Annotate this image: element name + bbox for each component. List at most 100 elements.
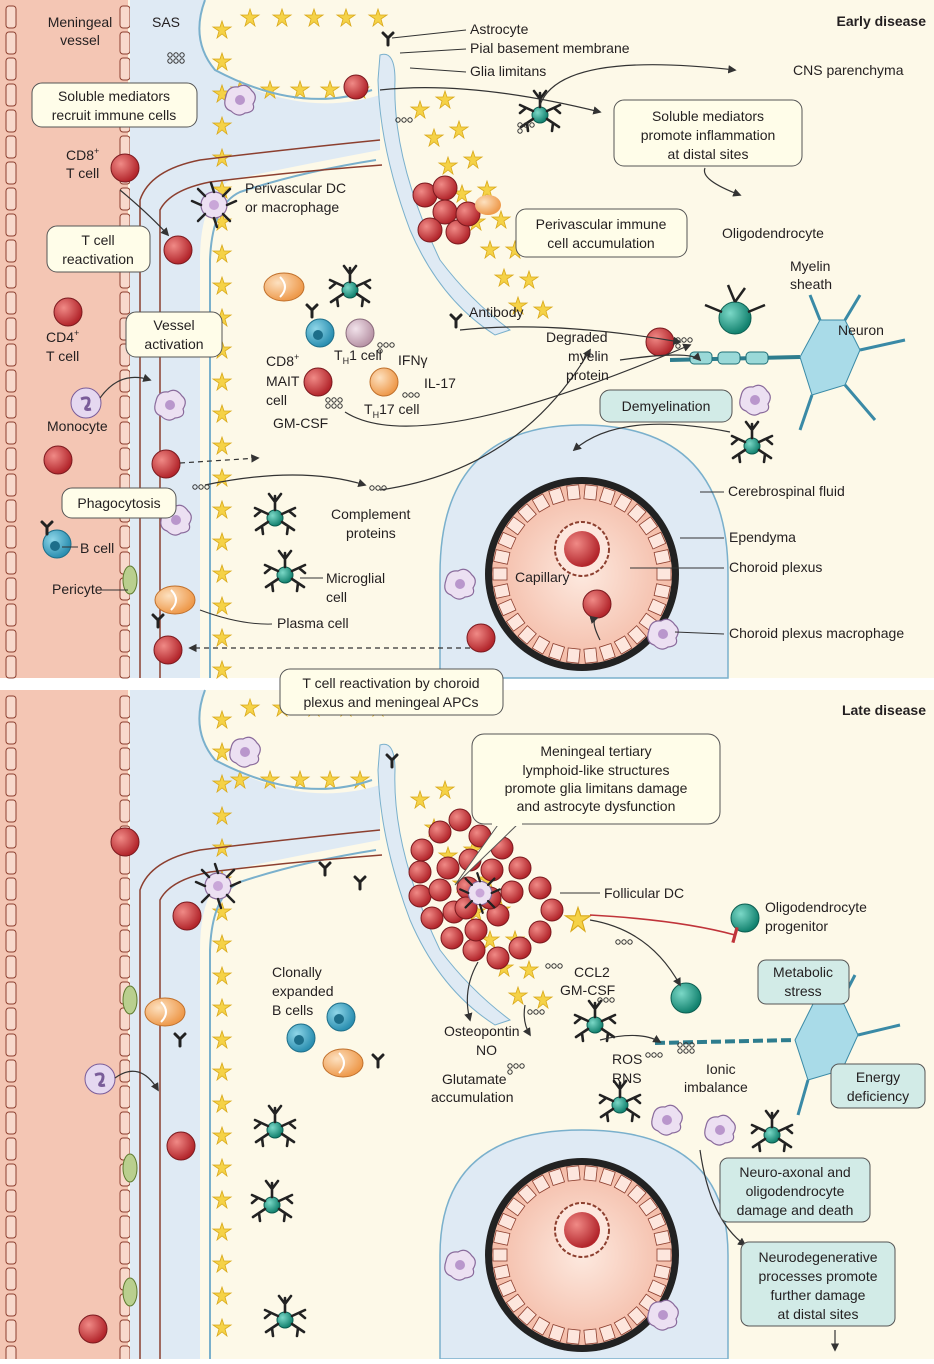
ionic-label: Ionic (706, 1061, 736, 1077)
perivascular-plasma-cell (475, 195, 501, 215)
endothelial-cell (120, 630, 130, 652)
endothelial-cell (120, 722, 130, 744)
t-cell (167, 1132, 195, 1160)
capillary-label: Capillary (515, 569, 569, 585)
ependymal-cell (567, 648, 580, 663)
endothelial-cell (6, 982, 16, 1004)
early-disease-title: Early disease (836, 13, 926, 29)
endothelial-cell (120, 396, 130, 418)
endothelial-cell (6, 604, 16, 626)
meningeal-vessel-label-2: vessel (60, 32, 100, 48)
endothelial-cell (6, 1060, 16, 1082)
meningeal-vessel-label: Meningeal (48, 14, 113, 30)
endothelial-cell (120, 1060, 130, 1082)
soluble-recruit-box: Soluble mediators recruit immune cells (32, 83, 197, 127)
t-cell (44, 446, 72, 474)
endothelial-cell (6, 110, 16, 132)
endothelial-cell (6, 878, 16, 900)
phagocytosis-box: Phagocytosis (62, 488, 176, 518)
endothelial-cell (6, 214, 16, 236)
degraded-myelin-label-3: protein (566, 367, 609, 383)
endothelial-cell (6, 474, 16, 496)
svg-text:T cell: T cell (81, 232, 114, 248)
endothelial-cell (120, 774, 130, 796)
endothelial-cell (6, 1008, 16, 1030)
tls-t-cell (501, 881, 523, 903)
th17-cell (370, 368, 398, 396)
late-disease-title: Late disease (842, 702, 926, 718)
ependymal-cell (584, 1166, 597, 1181)
endothelial-cell (120, 1086, 130, 1108)
late-capillary-lumen (564, 1212, 600, 1248)
endothelial-cell (6, 266, 16, 288)
endothelial-cell (6, 84, 16, 106)
endothelial-cell (6, 240, 16, 262)
tls-t-cell (529, 877, 551, 899)
ependymal-cell (657, 1249, 671, 1261)
svg-text:promote glia limitans damage: promote glia limitans damage (505, 780, 688, 796)
t-cell (646, 328, 674, 356)
svg-text:Phagocytosis: Phagocytosis (77, 495, 160, 511)
mait-cell (304, 368, 332, 396)
svg-text:plexus and meningeal APCs: plexus and meningeal APCs (303, 694, 478, 710)
tls-t-cell (465, 919, 487, 941)
antibody-label: Antibody (469, 304, 523, 320)
clonally-label: Clonally (272, 964, 322, 980)
endothelial-cell (120, 956, 130, 978)
svg-text:promote inflammation: promote inflammation (641, 127, 776, 143)
svg-text:T cell reactivation by choroid: T cell reactivation by choroid (302, 675, 479, 691)
reactivated-t-cell (164, 236, 192, 264)
damaged-oligodendrocyte (671, 983, 701, 1013)
endothelial-cell (120, 748, 130, 770)
svg-text:Metabolic: Metabolic (773, 964, 833, 980)
ependymal-cell (584, 648, 597, 663)
tls-t-cell (411, 839, 433, 861)
myelin-segment (746, 352, 768, 364)
endothelial-cell (120, 526, 130, 548)
ependymal-cell (657, 568, 671, 580)
t-cell (173, 902, 201, 930)
endothelial-cell (6, 656, 16, 678)
ependymal-cell (494, 1265, 510, 1280)
plasma-cell-label: Plasma cell (277, 615, 349, 631)
no-label: NO (476, 1042, 497, 1058)
endothelial-cell (6, 500, 16, 522)
pericyte (123, 1278, 137, 1306)
endothelial-cell (120, 6, 130, 28)
degraded-myelin-label: Degraded (546, 329, 608, 345)
cns-parenchyma-label: CNS parenchyma (793, 62, 904, 78)
macrophage (740, 385, 771, 415)
choroid-plexus-macrophage (648, 1300, 679, 1330)
ependymal-cell (654, 550, 670, 565)
monocyte (85, 1064, 115, 1094)
ccl2-label: CCL2 (574, 964, 610, 980)
endothelial-cell (6, 552, 16, 574)
svg-text:activation: activation (144, 336, 203, 352)
soluble-promote-box: Soluble mediators promote inflammation a… (614, 100, 802, 166)
svg-text:cell accumulation: cell accumulation (547, 235, 654, 251)
pericyte-label: Pericyte (52, 581, 103, 597)
cerebrospinal-fluid-label: Cerebrospinal fluid (728, 483, 845, 499)
late-meningeal-vessel (0, 690, 128, 1359)
ifng-label: IFNγ (398, 352, 428, 368)
pericyte (123, 1154, 137, 1182)
svg-text:damage and death: damage and death (737, 1202, 854, 1218)
endothelial-cell (6, 956, 16, 978)
th1-cell (346, 319, 374, 347)
t-cell-reactivation-box: T cell reactivation (47, 226, 150, 272)
tls-t-cell (421, 907, 443, 929)
ionic-label-2: imbalance (684, 1079, 748, 1095)
endothelial-cell (120, 930, 130, 952)
endothelial-cell (120, 604, 130, 626)
t-cell-choroid-box: T cell reactivation by choroid plexus an… (280, 669, 503, 715)
endothelial-cell (6, 930, 16, 952)
myelin-sheath-label-2: sheath (790, 276, 832, 292)
svg-text:Neuro-axonal and: Neuro-axonal and (739, 1164, 850, 1180)
activated-macrophage (155, 390, 186, 420)
svg-text:Meningeal tertiary: Meningeal tertiary (540, 743, 651, 759)
perivascular-dc (196, 864, 240, 908)
ependymal-cell (493, 1249, 507, 1261)
endothelial-cell (6, 58, 16, 80)
tls-t-cell (409, 885, 431, 907)
endothelial-cell (6, 630, 16, 652)
